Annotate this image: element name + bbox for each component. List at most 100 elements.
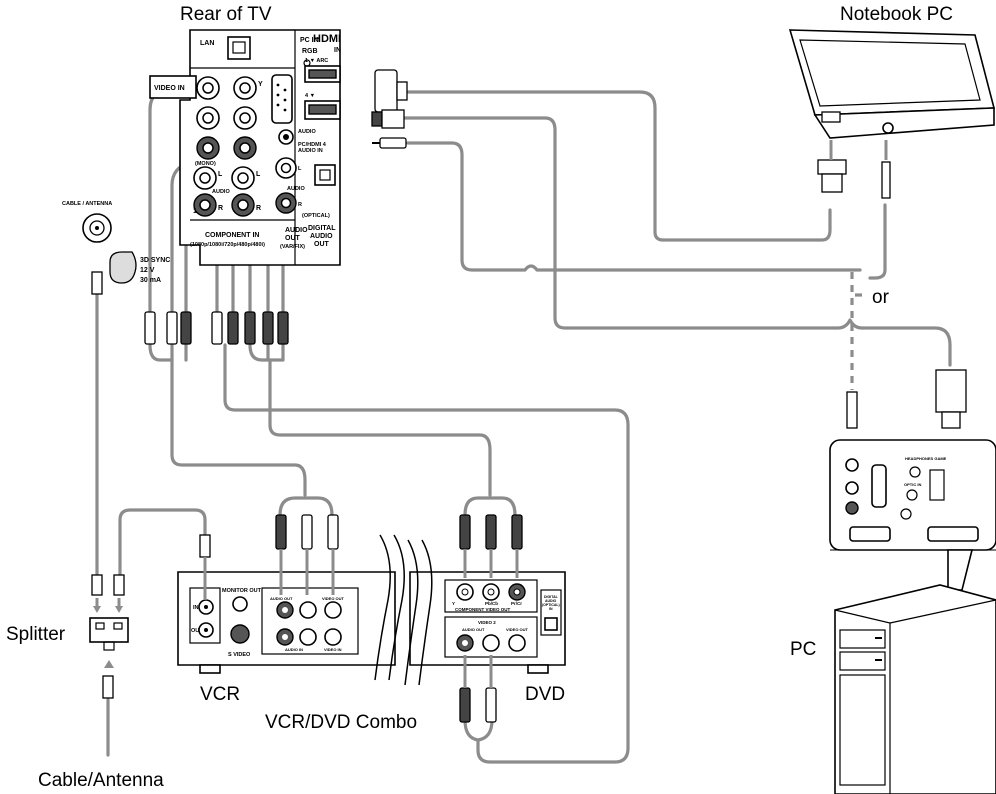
audio-out-r-label: R [298, 202, 302, 208]
s-video-label: S VIDEO [228, 652, 251, 658]
lan-label: LAN [200, 40, 214, 47]
device-side-plugs [199, 514, 523, 723]
splitter-label: Splitter [6, 624, 66, 645]
tv-side-plugs [91, 69, 408, 345]
video-in-box [149, 75, 197, 99]
pc-dvi-plug [935, 369, 967, 413]
dvd-audio-out-label: AUDIO OUT [462, 627, 485, 632]
3d-sync-ma-label: 30 mA [140, 277, 161, 284]
vcr-plug-audio-l [301, 514, 313, 550]
component-res-label: (1080p/1080i/720p/480p/480i) [190, 242, 265, 248]
cable-dvd-audio-split [463, 718, 494, 742]
rca-plug-comp-audio-r [227, 311, 239, 345]
dvd-video2-label: VIDEO 2 [478, 620, 496, 625]
pc-serial-port [871, 464, 887, 508]
pc: HEADPHONES GAME OPTIC IN PC [790, 369, 996, 794]
notebook-audio-jack [882, 122, 894, 134]
cable-coax-splitter-to-vcr [118, 508, 207, 582]
rca-plug-comp-y [244, 311, 256, 345]
splitter-plug-1 [91, 574, 103, 596]
vcr-plug-audio-r [275, 514, 287, 550]
cable-component-split [463, 496, 517, 517]
audio-r-label-2: R [256, 205, 261, 212]
dvd-optical-panel [540, 589, 562, 636]
pc-jack-3 [845, 501, 859, 515]
rca-plug-audio-l [166, 311, 178, 345]
dvd-plug-audio-l [459, 687, 471, 723]
notebook-vga-plug [817, 159, 847, 175]
pc-label: PC [790, 639, 816, 660]
audio-mini-plug [379, 137, 407, 149]
cable-composite-down [148, 343, 307, 497]
video-in-label: VIDEO IN [154, 85, 185, 92]
cable-audio-tv-to-pc [406, 141, 862, 272]
optical-port [314, 164, 336, 186]
headphones-game-label: HEADPHONES GAME [905, 456, 947, 461]
cable-audio-notebook [868, 203, 887, 280]
dvd-plug-y [459, 514, 471, 550]
cable-component-down [248, 343, 492, 497]
vcr-coax-plug [199, 534, 211, 558]
notebook-base [813, 107, 995, 139]
vcr-dvd-combo-label: VCR/DVD Combo [265, 712, 417, 733]
cable-composite-split [278, 496, 334, 517]
dvd-component-panel [444, 579, 538, 613]
dvd-label: DVD [525, 684, 565, 705]
cable-rgb-tv-to-notebook [406, 90, 832, 242]
vcr-in-label: IN [193, 605, 199, 611]
rca-plug-comp-pr [277, 311, 289, 345]
cable-composite-down-2 [170, 343, 188, 362]
vcr-out-label: OUT [191, 628, 203, 634]
audio-out-small-label: AUDIO [287, 186, 305, 192]
hdmi-plug [371, 111, 383, 127]
cable-component-down-2 [266, 343, 285, 362]
3d-sync-v-label: 12 V [140, 267, 155, 274]
audio-mid-label: AUDIO [212, 189, 230, 195]
splitter-input-plug [102, 675, 114, 699]
splitter: Splitter Cable/Antenna [6, 574, 164, 791]
monitor-out-label: MONITOR OUT [222, 588, 262, 594]
cable-component-audio-down [223, 343, 630, 764]
dvd-y-label: Y [452, 601, 455, 606]
mono-label: (MONO) [195, 161, 216, 167]
3d-sync-label: 3D SYNC [140, 257, 170, 264]
notebook-pc-label: Notebook PC [840, 4, 953, 25]
component-in-label: COMPONENT IN [205, 232, 259, 239]
monitor-out-jack [232, 596, 248, 612]
pc-vga-port [849, 526, 891, 542]
cable-antenna-port-label: CABLE / ANTENNA [62, 201, 112, 207]
s-video-jack [230, 624, 250, 644]
audio-r-label-1: R [218, 205, 223, 212]
input-1-label: 1 [193, 208, 197, 215]
hdmi-4-label: 4 ▼ [305, 93, 315, 99]
pc-zoom-pointer [947, 549, 974, 591]
rgb-port [271, 74, 293, 124]
pc-tower [834, 584, 996, 794]
notebook-audio-plug [881, 161, 891, 199]
dvd-body [409, 571, 566, 666]
vcr-video-in-label: VIDEO IN [324, 647, 342, 652]
notebook-pc: Notebook PC [788, 4, 996, 199]
splitter-body [89, 617, 129, 643]
tv-rear-panel: Rear of TV LAN PC IN RGB HDMI IN 1 ▼ ARC… [62, 4, 341, 284]
cable-hdmi-tv-to-notebook [403, 116, 952, 367]
rca-plug-comp-pb [262, 311, 274, 345]
pc-jack-1 [845, 458, 859, 472]
dvd-pr-label: Pr/Cr [511, 601, 522, 606]
dvd-component-video-out-label: COMPONENT VIDEO OUT [455, 607, 511, 612]
dvd-optical-port [544, 617, 558, 631]
dvd-pb-label: Pb/Cb [485, 601, 498, 606]
optical-label: (OPTICAL) [302, 213, 330, 219]
rca-plug-audio-r [180, 311, 192, 345]
pc-audio-plug [846, 391, 858, 429]
splitter-plug-2 [113, 574, 125, 596]
rgb-plug [374, 69, 398, 113]
audio-out-l-label: L [298, 166, 302, 172]
pc-dvi-port [927, 526, 979, 542]
hdmi-1-arc-label: 1 ▼ ARC [305, 58, 328, 64]
